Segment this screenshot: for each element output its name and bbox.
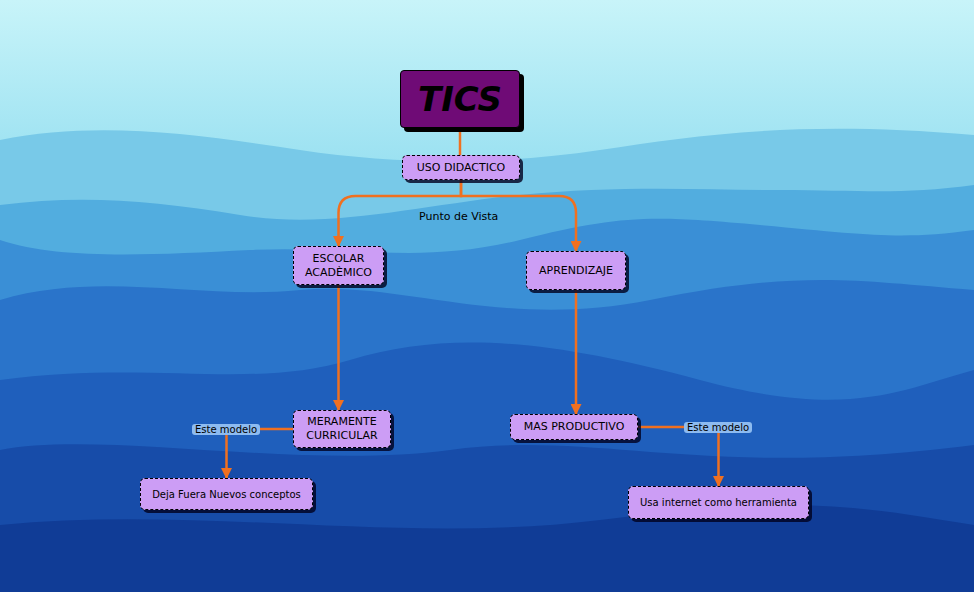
ridge <box>0 343 974 592</box>
node-text: TICS <box>418 79 502 119</box>
node-text: MAS PRODUCTIVO <box>524 420 625 434</box>
ridge <box>0 129 974 592</box>
connector-arrow <box>227 429 294 478</box>
node-text: USO DIDACTICO <box>417 161 506 175</box>
connector-arrow <box>575 290 578 414</box>
connector-arrow <box>337 285 340 410</box>
concept-box: APRENDIZAJE <box>526 251 626 290</box>
concept-box: ESCOLAR ACADÈMICO <box>293 246 384 285</box>
edge-label: Este modelo <box>192 424 260 435</box>
edge-label: Este modelo <box>684 422 752 433</box>
ridge <box>0 280 974 592</box>
node-text: Deja Fuera Nuevos conceptos <box>152 488 301 501</box>
concept-box: MERAMENTE CURRICULAR <box>293 410 391 448</box>
connector-arrow <box>638 427 719 486</box>
node-text: MERAMENTE CURRICULAR <box>300 415 384 443</box>
connector-arrow <box>459 128 462 155</box>
ridge <box>0 185 974 592</box>
concept-box: Deja Fuera Nuevos conceptos <box>140 478 313 510</box>
node-text: Usa internet como herramienta <box>640 496 797 509</box>
linking-phrase: Punto de Vista <box>419 210 498 223</box>
concept-box: Usa internet como herramienta <box>628 486 809 519</box>
concept-box: USO DIDACTICO <box>402 155 520 180</box>
ridge <box>0 444 974 592</box>
node-text: APRENDIZAJE <box>539 264 613 278</box>
concept-box: MAS PRODUCTIVO <box>510 414 638 440</box>
title-box: TICS <box>400 70 520 128</box>
ridge <box>0 219 974 592</box>
ridge <box>0 505 974 592</box>
node-text: ESCOLAR ACADÈMICO <box>300 252 377 280</box>
